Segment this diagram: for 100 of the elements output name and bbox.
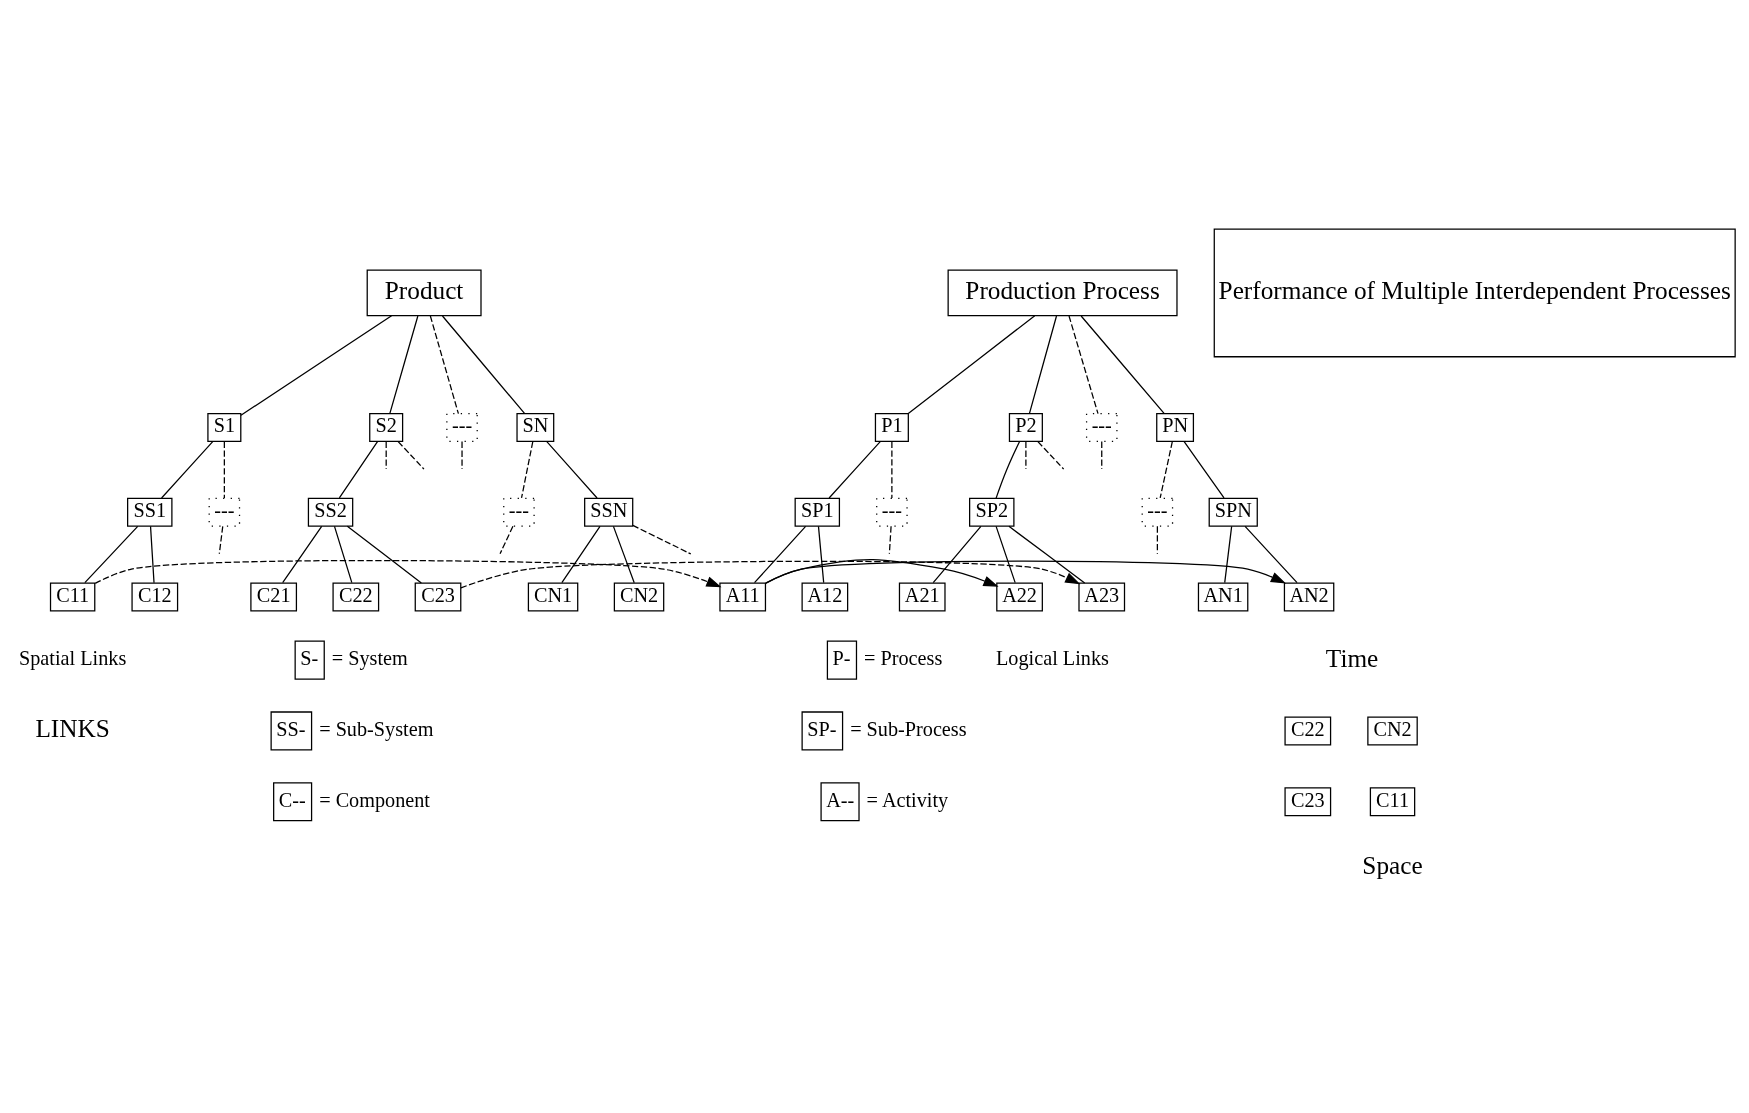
label: Spatial Links: [19, 646, 127, 669]
connector: [1008, 525, 1086, 584]
node-box: Performance of Multiple Interdependent Processes: [1213, 228, 1736, 358]
connector: [1028, 315, 1058, 415]
label: Time: [1325, 643, 1379, 672]
node-box: S2: [369, 413, 404, 443]
node-box: A--: [820, 782, 860, 822]
node-box: A23: [1078, 582, 1126, 612]
node-label: = Sub-System: [319, 717, 434, 740]
node-box: P2: [1008, 413, 1043, 443]
connector: [1156, 525, 1158, 555]
connector: [397, 440, 425, 470]
label: Logical Links: [996, 646, 1109, 669]
node-box: C--: [273, 782, 313, 822]
connector: [1244, 525, 1298, 584]
node-box: PN: [1156, 413, 1195, 443]
connector: [389, 315, 419, 415]
connector: [160, 441, 214, 499]
node-box: ---: [1085, 413, 1118, 443]
node-box: CN1: [527, 582, 579, 612]
node-box: S1: [207, 413, 242, 443]
connector: [1025, 440, 1027, 470]
arrow: [765, 560, 1286, 584]
connector: [499, 525, 514, 555]
connector: [1068, 315, 1099, 415]
connector: [1183, 441, 1225, 499]
node-box: S-: [294, 640, 325, 680]
connector: [1037, 440, 1065, 470]
node-box: SSN: [584, 497, 634, 527]
node-box: A22: [996, 582, 1043, 612]
node-box: ---: [446, 413, 478, 443]
node-box: SS1: [127, 497, 173, 527]
node-box: SN: [516, 413, 555, 443]
arrow: [460, 560, 1081, 589]
connector: [84, 525, 139, 584]
connector: [441, 315, 526, 415]
connector: [346, 525, 422, 584]
connector: [338, 441, 379, 499]
connector: [1224, 525, 1233, 584]
connector: [1080, 315, 1165, 415]
node-box: C11: [1369, 787, 1416, 817]
node-label: = Component: [319, 788, 430, 811]
node-box: Product: [366, 269, 482, 317]
connector: [1101, 440, 1103, 470]
node-box: A21: [898, 582, 946, 612]
node-box: SP2: [969, 497, 1015, 527]
node-box: C23: [1284, 787, 1332, 817]
connector: [240, 315, 393, 416]
node-box: SS-: [270, 711, 313, 751]
node-box: P-: [826, 640, 858, 680]
label: LINKS: [35, 714, 110, 743]
node-box: SPN: [1208, 497, 1258, 527]
connector: [385, 440, 387, 470]
connector: [632, 524, 692, 555]
node-box: C23: [414, 582, 462, 612]
connector: [612, 525, 635, 584]
node-box: C22: [1284, 716, 1332, 746]
connector: [907, 315, 1036, 415]
node-box: CN2: [613, 582, 665, 612]
label: Space: [1362, 850, 1423, 879]
node-box: SS2: [307, 497, 354, 527]
connector: [429, 315, 460, 415]
node-box: SP-: [801, 711, 844, 751]
node-box: Production Process: [947, 269, 1178, 317]
connector: [891, 441, 893, 499]
node-box: P1: [874, 413, 909, 443]
node-box: CN2: [1367, 716, 1418, 746]
node-box: AN1: [1197, 582, 1249, 612]
connector: [817, 525, 825, 584]
connector: [932, 525, 982, 584]
connector: [520, 441, 534, 499]
node-box: A11: [719, 582, 767, 612]
node-label: = Activity: [866, 788, 949, 811]
node-box: A12: [801, 582, 849, 612]
connector: [753, 525, 807, 584]
connector: [561, 525, 601, 584]
connector: [333, 525, 353, 584]
node-box: C12: [131, 582, 179, 612]
node-box: C22: [332, 582, 380, 612]
node-box: ---: [876, 497, 908, 527]
node-box: C21: [250, 582, 298, 612]
connector: [218, 525, 224, 555]
connector: [995, 525, 1016, 584]
connector: [888, 525, 892, 555]
connector: [149, 525, 155, 584]
node-label: = Process: [864, 646, 943, 669]
connector: [223, 441, 225, 499]
node-box: SP1: [794, 497, 841, 527]
connector: [282, 525, 323, 584]
connector: [1159, 441, 1173, 499]
connector: [546, 441, 598, 499]
node-box: ---: [208, 497, 241, 527]
node-box: AN2: [1283, 582, 1335, 612]
arrow: [94, 559, 722, 588]
node-label: = Sub-Process: [850, 717, 967, 740]
node-box: ---: [503, 497, 535, 527]
connector: [995, 441, 1021, 499]
connector: [828, 441, 881, 499]
node-box: ---: [1141, 497, 1174, 527]
node-label: = System: [331, 646, 408, 669]
